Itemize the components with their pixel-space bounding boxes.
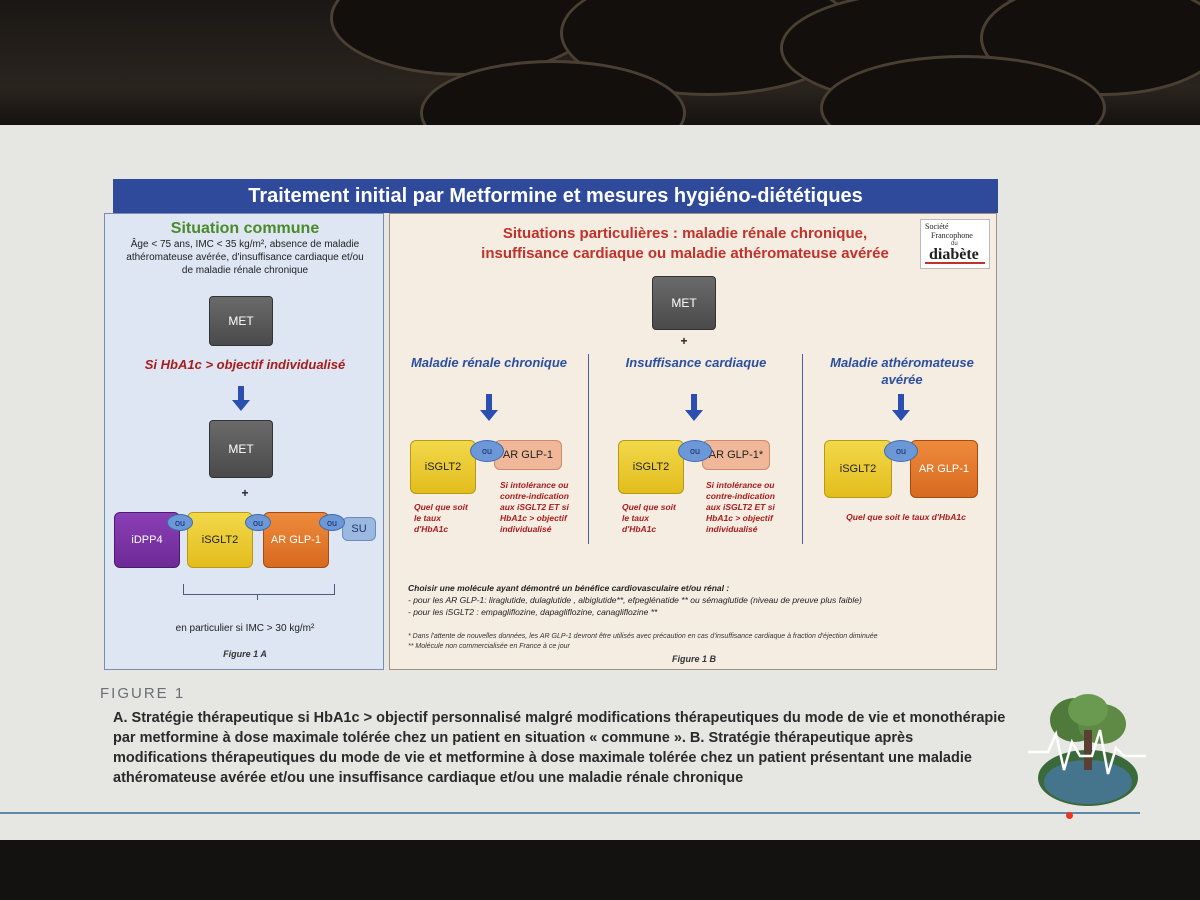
note-quel-que-soit: Quel que soit le taux d'HbA1c: [414, 502, 468, 534]
panel-b-title-line2: insuffisance cardiaque ou maladie athéro…: [481, 245, 889, 262]
met-box: MET: [652, 276, 716, 330]
ou-connector: ou: [470, 440, 504, 462]
figure-label-a: Figure 1 A: [223, 649, 267, 659]
note-intolerance: Si intolérance ou contre-indication aux …: [706, 480, 775, 534]
heading-maladie-atheromateuse: Maladie athéromateuse avérée: [830, 355, 974, 387]
box-isglt2: iSGLT2: [618, 440, 684, 494]
note-quel-que-soit: Quel que soit le taux d'HbA1c: [846, 512, 966, 522]
panel-situation-commune: Situation commune Âge < 75 ans, IMC < 35…: [104, 213, 384, 670]
bracket-tick: [257, 594, 258, 600]
choose-line-glp1: - pour les AR GLP-1: liraglutide, dulagl…: [408, 595, 862, 605]
option-isglt2: iSGLT2: [187, 512, 253, 568]
logo-text: diabète: [929, 246, 979, 263]
down-arrow-head-icon: [685, 410, 703, 421]
plus-sign: +: [680, 334, 688, 348]
floor: [0, 840, 1200, 900]
slide-title: Traitement initial par Metformine et mes…: [113, 179, 998, 213]
choose-title: Choisir une molécule ayant démontré un b…: [408, 583, 730, 593]
logo-text: Société: [925, 222, 949, 231]
caption-text: A. Stratégie thérapeutique si HbA1c > ob…: [113, 710, 1006, 786]
footnote-2: ** Molécule non commercialisée en France…: [408, 643, 570, 650]
heading-maladie-renale: Maladie rénale chronique: [410, 355, 568, 370]
panel-a-title: Situation commune: [170, 220, 320, 237]
option-su: SU: [342, 517, 376, 541]
down-arrow-icon: [486, 394, 492, 410]
met-box: MET: [209, 296, 273, 346]
footnote-1: * Dans l'attente de nouvelles données, l…: [408, 633, 878, 640]
panel-a-description: Âge < 75 ans, IMC < 35 kg/m², absence de…: [126, 239, 364, 276]
ou-connector: ou: [167, 514, 193, 531]
bracket: [183, 584, 335, 595]
box-isglt2: iSGLT2: [410, 440, 476, 494]
auditorium-background: [0, 0, 1200, 125]
down-arrow-head-icon: [892, 410, 910, 421]
box-ar-glp1: AR GLP-1*: [702, 440, 770, 470]
earth-tree-logo-icon: [1028, 694, 1146, 806]
down-arrow-icon: [238, 386, 244, 400]
imc-note: en particulier si IMC > 30 kg/m²: [175, 623, 315, 634]
note-quel-que-soit: Quel que soit le taux d'HbA1c: [622, 502, 676, 534]
figure-label-b: Figure 1 B: [671, 654, 716, 664]
choose-line-isglt2: - pour les iSGLT2 : empagliflozine, dapa…: [408, 607, 658, 617]
sfd-logo: Société Francophone du diabète: [920, 219, 990, 269]
panel-situations-particulieres: Situations particulières : maladie rénal…: [389, 213, 997, 670]
laser-pointer-dot: [1066, 812, 1073, 819]
box-isglt2: iSGLT2: [824, 440, 892, 498]
footnotes: * Dans l'attente de nouvelles données, l…: [408, 632, 988, 652]
ou-connector: ou: [678, 440, 712, 462]
ou-connector: ou: [319, 514, 345, 531]
logo-text: du: [951, 241, 958, 247]
hba1c-condition: Si HbA1c > objectif individualisé: [144, 357, 346, 372]
heading-insuffisance-cardiaque: Insuffisance cardiaque: [625, 355, 767, 370]
caption-heading: FIGURE 1: [100, 685, 186, 702]
plus-sign: +: [241, 486, 249, 500]
molecule-recommendations: Choisir une molécule ayant démontré un b…: [408, 582, 988, 618]
ou-connector: ou: [884, 440, 918, 462]
note-intolerance: Si intolérance ou contre-indication aux …: [500, 480, 569, 534]
logo-text: Francophone: [931, 231, 973, 240]
ou-connector: ou: [245, 514, 271, 531]
column-divider: [802, 354, 803, 544]
met-box: MET: [209, 420, 273, 478]
caption-underline: [0, 812, 1140, 814]
box-ar-glp1: AR GLP-1: [910, 440, 978, 498]
panel-b-title-line1: Situations particulières : maladie rénal…: [502, 225, 868, 242]
down-arrow-icon: [898, 394, 904, 410]
box-ar-glp1: AR GLP-1: [494, 440, 562, 470]
down-arrow-head-icon: [480, 410, 498, 421]
down-arrow-head-icon: [232, 400, 250, 411]
option-ar-glp1: AR GLP-1: [263, 512, 329, 568]
column-divider: [588, 354, 589, 544]
down-arrow-icon: [691, 394, 697, 410]
logo-stripe: [925, 262, 985, 264]
